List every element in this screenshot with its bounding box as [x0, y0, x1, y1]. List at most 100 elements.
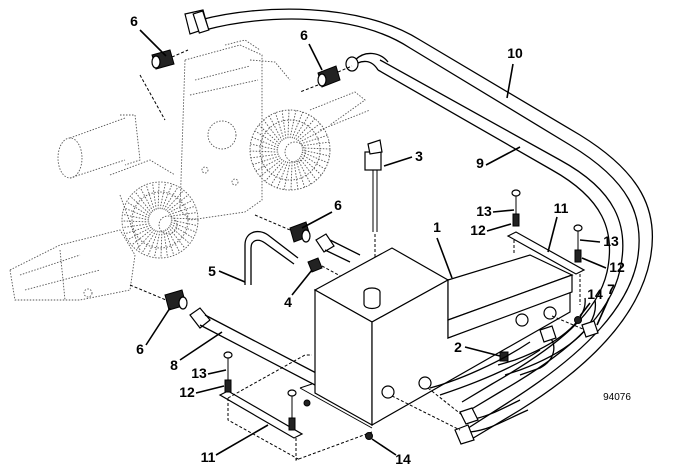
fan-fin: [290, 161, 293, 191]
fan-fin: [281, 110, 287, 139]
fan-fin: [169, 225, 191, 245]
callout-8: 8: [170, 357, 178, 373]
leader-1: [436, 237, 453, 279]
hose-10: [199, 8, 654, 441]
cooling-fan-upper: [249, 109, 331, 191]
leader-9: [485, 146, 521, 166]
callout-12-upper-right: 12: [609, 259, 625, 275]
fan-fin: [122, 213, 150, 221]
callout-14-lower: 14: [395, 451, 411, 467]
tank-outlet-hoses: [391, 315, 599, 445]
figure-number: 94076: [603, 392, 631, 403]
fan-fin: [298, 128, 325, 143]
callout-3: 3: [415, 148, 423, 164]
leader-13-upper-left: [492, 209, 515, 213]
fan-fin: [301, 149, 330, 157]
fan-fin: [170, 219, 198, 227]
fan-fin: [298, 157, 317, 181]
leader-6-d: [145, 307, 171, 346]
fan-fin: [160, 230, 163, 259]
leader-3: [383, 156, 413, 167]
leader-10: [506, 63, 514, 99]
callouts: 1 2 3 4 5 6 6 6 6 7 8 9 10 11 11 12 12 1…: [130, 13, 631, 467]
fan-fin: [168, 226, 186, 249]
hose-7: [497, 297, 596, 376]
drain-plug-2: [499, 351, 509, 362]
callout-5: 5: [208, 263, 216, 279]
pump-assembly-upper: [57, 39, 371, 221]
leader-6-a: [139, 29, 167, 57]
fan-fin: [289, 110, 297, 139]
mounting-strap-11-upper: [506, 231, 586, 305]
callout-7: 7: [607, 281, 615, 297]
callout-1: 1: [433, 219, 441, 235]
fan-fin: [297, 123, 321, 142]
callout-12-upper-left: 12: [470, 222, 486, 238]
callout-11-lower: 11: [201, 449, 216, 465]
callout-6-d: 6: [136, 341, 144, 357]
fan-fin: [127, 226, 152, 241]
reservoir-tank-1: [299, 247, 574, 429]
hose-8: [189, 307, 321, 386]
bolt-13-upper-right: [573, 224, 583, 263]
cooling-fan-lower: [121, 181, 199, 259]
leader-13-lower: [207, 369, 227, 375]
callout-6-b: 6: [300, 27, 308, 43]
fan-fin: [139, 187, 154, 212]
leader-5: [218, 270, 246, 283]
fan-fin: [293, 161, 299, 190]
fitting-6-c: [254, 214, 311, 243]
fitting-6-d: [129, 284, 188, 311]
fitting-6-b: [299, 65, 353, 93]
pump-assembly-lower: [9, 159, 199, 301]
fan-fin: [159, 182, 167, 210]
fan-fin: [131, 228, 154, 246]
fan-fin: [268, 115, 283, 142]
fan-fin: [283, 161, 291, 190]
mounting-strap-11-lower: [218, 354, 373, 461]
fan-fin: [301, 147, 331, 150]
leader-12-upper-left: [486, 223, 512, 232]
nut-14-lower: [303, 399, 373, 440]
nut-14-upper: [574, 316, 582, 324]
fan-fin: [134, 191, 152, 214]
vent-hose-5: [244, 231, 299, 285]
callout-6-a: 6: [130, 13, 138, 29]
leader-13-upper-right: [579, 239, 601, 243]
fan-fin: [157, 181, 160, 210]
callout-10: 10: [507, 45, 523, 61]
callout-11-upper: 11: [554, 200, 569, 216]
leader-14-lower: [371, 438, 397, 456]
bolt-13-lower-left: [223, 351, 233, 393]
fan-fin: [166, 228, 181, 253]
hose-elbow-upper: [345, 52, 389, 72]
hose-9: [377, 59, 624, 411]
fitting-6-a: [139, 49, 189, 121]
callout-13-upper-right: 13: [603, 233, 619, 249]
hose-end-upper-left: [184, 9, 210, 35]
leader-11-lower: [215, 424, 269, 456]
callout-14-upper: 14: [587, 286, 603, 302]
leader-lines: [139, 29, 610, 456]
bolt-13-upper-left: [511, 189, 521, 227]
fan-fin: [287, 109, 290, 139]
fan-fin: [153, 230, 161, 258]
leader-4: [291, 269, 313, 296]
leader-6-c: [301, 211, 333, 229]
callout-13-lower: 13: [191, 365, 207, 381]
callout-9: 9: [476, 155, 484, 171]
fan-fin: [297, 158, 312, 185]
callout-6-c: 6: [334, 197, 342, 213]
callout-12-lower: 12: [179, 384, 195, 400]
leader-11-upper: [547, 216, 558, 253]
fan-fin: [152, 182, 157, 210]
leader-12-lower: [195, 385, 225, 394]
callout-2: 2: [454, 339, 462, 355]
leader-8: [179, 331, 223, 361]
leader-14-upper: [579, 302, 591, 317]
fan-fin: [301, 141, 330, 147]
leader-12-upper-right: [581, 257, 607, 269]
bolt-13-lower-right: [287, 389, 297, 431]
